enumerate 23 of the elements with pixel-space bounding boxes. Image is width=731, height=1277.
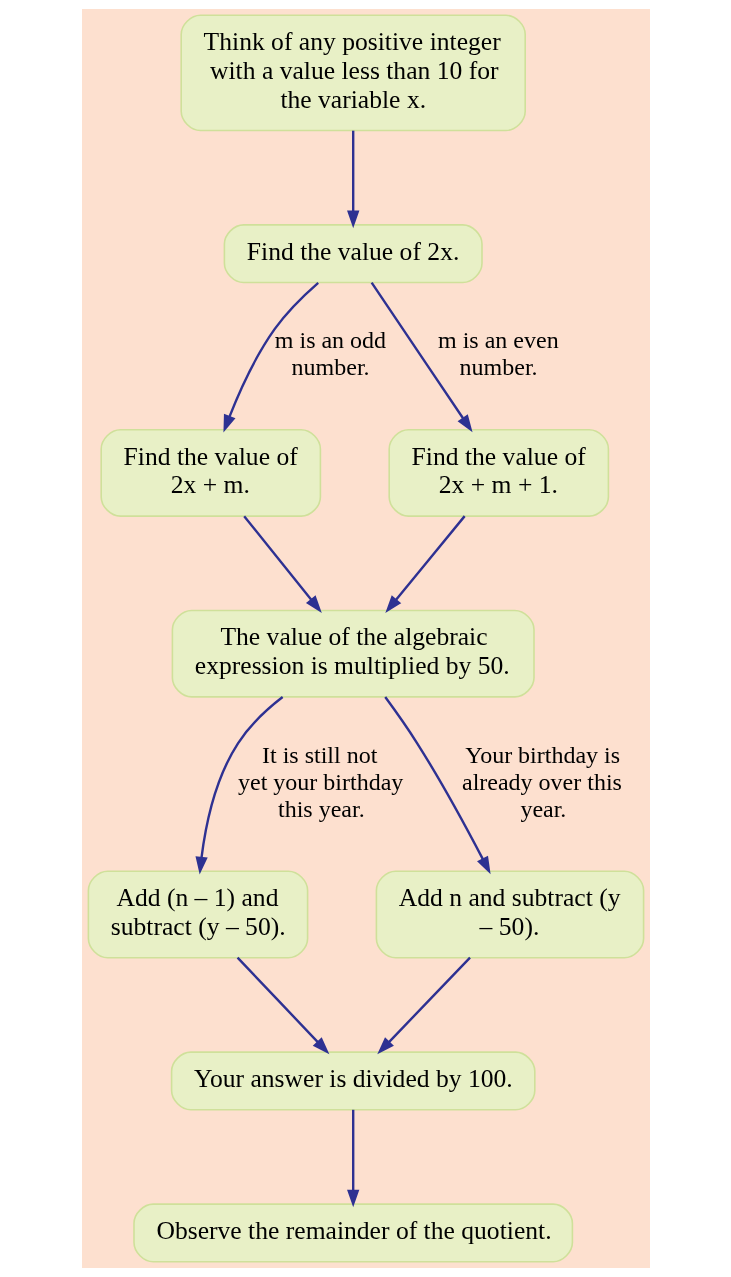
arrow [222,281,319,433]
arrow [194,696,283,875]
arrow [346,1109,359,1208]
edge-label: Your birthday is already over this year. [461,741,622,822]
node-box: Find the value of 2x. [223,224,483,284]
arrow [376,956,471,1055]
arrow [346,130,359,229]
node-box: Find the value of 2x + m + 1. [387,428,609,517]
arrow [242,515,322,613]
arrow [383,696,491,875]
node-box: Add n and subtract (y – 50). [375,870,644,959]
node-box: Add (n – 1) and subtract (y – 50). [87,870,308,959]
edge-label: m is an even number. [437,327,559,381]
arrow [236,956,329,1055]
node-box: Think of any positive integer with a value less than 10 for the variable x. [179,14,526,132]
node-box: Your answer is divided by 100. [170,1051,536,1111]
node-box: Observe the remainder of the quotient. [132,1203,573,1263]
edge-label: It is still not yet your birthday this year. [237,741,403,822]
node-box: Find the value of 2x + m. [99,428,321,517]
edge-label: m is an odd number. [274,327,386,381]
arrow [384,515,466,613]
arrow [370,282,473,433]
node-box: The value of the algebraic expression is multiplied by 50. [171,609,535,698]
